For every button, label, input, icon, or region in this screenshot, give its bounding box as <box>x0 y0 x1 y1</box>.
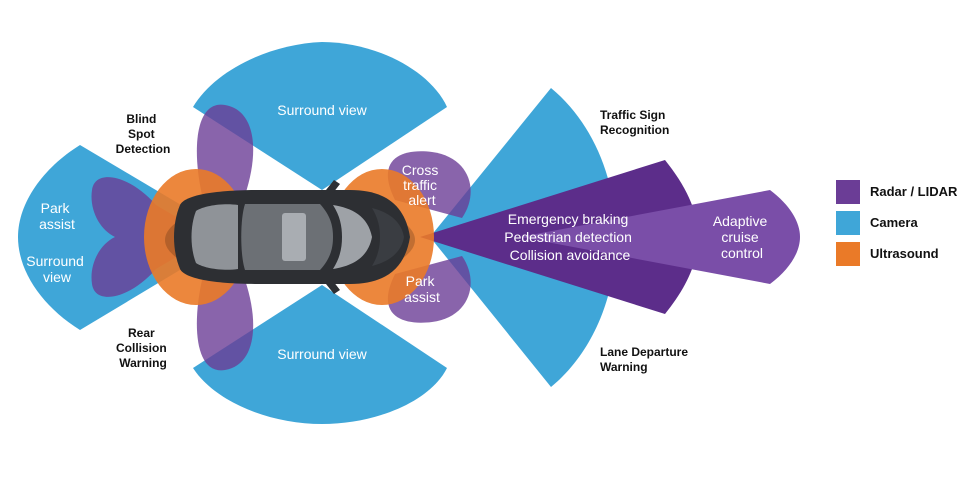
label-cross-traffic-alert: Cross traffic alert <box>402 162 442 208</box>
car-sunroof <box>282 213 306 261</box>
label-park-assist-rear: Park assist <box>39 200 75 232</box>
legend-label-ultrasound: Ultrasound <box>870 246 939 261</box>
camera-zone-top <box>193 42 447 190</box>
radar-zone-rear-collision <box>196 280 254 371</box>
label-surround-view-bottom: Surround view <box>277 346 367 362</box>
callout-blind-spot: Blind Spot Detection <box>116 112 171 156</box>
callout-traffic-sign: Traffic Sign Recognition <box>600 108 669 137</box>
label-front-radar: Emergency braking Pedestrian detection C… <box>504 211 636 263</box>
callout-lane-departure: Lane Departure Warning <box>600 345 691 374</box>
legend-item-camera: Camera <box>836 210 971 235</box>
car-rear-window <box>191 204 238 270</box>
legend-swatch-camera <box>836 210 860 235</box>
label-surround-view-top: Surround view <box>277 102 367 118</box>
legend-swatch-ultrasound <box>836 241 860 266</box>
legend-item-ultrasound: Ultrasound <box>836 241 971 266</box>
legend-label-radar: Radar / LIDAR <box>870 184 958 199</box>
zone-labels: Surround view Surround view Park assist … <box>26 102 771 362</box>
callouts: Blind Spot Detection Rear Collision Warn… <box>116 108 691 374</box>
callout-rear-collision: Rear Collision Warning <box>116 326 170 370</box>
legend-label-camera: Camera <box>870 215 918 230</box>
car-top-view <box>165 180 415 294</box>
car-mirror-right <box>326 281 340 294</box>
radar-zone-adaptive-cruise <box>520 190 800 284</box>
car-mirror-left <box>326 180 340 193</box>
camera-zone-bottom <box>193 285 447 424</box>
label-surround-view-rear: Surround view <box>26 253 87 285</box>
legend-swatch-radar <box>836 179 860 204</box>
label-adaptive-cruise: Adaptive cruise control <box>713 213 771 261</box>
car-hood <box>372 208 404 266</box>
car-windshield <box>333 205 372 269</box>
legend-item-radar: Radar / LIDAR <box>836 179 971 204</box>
legend: Radar / LIDAR Camera Ultrasound <box>836 179 971 273</box>
label-park-assist-front: Park assist <box>404 273 440 305</box>
